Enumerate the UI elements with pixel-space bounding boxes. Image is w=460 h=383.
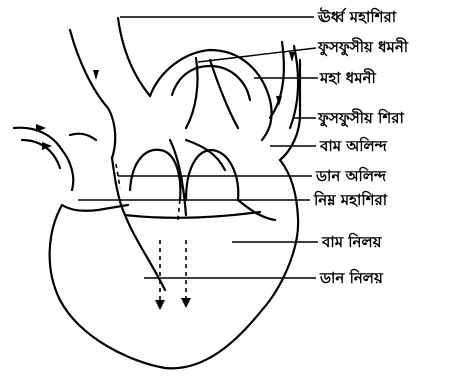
label-pulmonary-artery: ফুসফুসীয় ধমনী <box>318 38 408 56</box>
valve-arch-right <box>186 150 238 200</box>
arrowhead-5 <box>289 52 295 62</box>
label-inferior-vena-cava: নিম্ন মহাশিরা <box>314 191 387 209</box>
arrowhead-3 <box>93 70 99 80</box>
label-aorta: মহা ধমনী <box>320 69 376 87</box>
ivc-outline <box>62 205 128 211</box>
label-superior-vena-cava: ঊর্ধ্ব মহাশিরা <box>318 8 396 26</box>
arrowhead-2 <box>181 298 191 308</box>
heart-outline <box>50 160 298 368</box>
arrowhead-1 <box>155 300 165 310</box>
label-pulmonary-vein: ফুসফুসীয় শিরা <box>318 109 404 127</box>
label-right-atrium: ডান অলিন্দ <box>316 167 386 185</box>
septum <box>112 158 165 290</box>
left-pulmonary-vessel <box>14 128 73 190</box>
label-left-atrium: বাম অলিন্দ <box>320 137 387 155</box>
label-left-ventricle: বাম নিলয় <box>322 233 382 251</box>
label-right-ventricle: ডান নিলয় <box>320 269 383 287</box>
valve-arch-left <box>130 150 180 200</box>
ventricle-boundary <box>125 212 260 218</box>
